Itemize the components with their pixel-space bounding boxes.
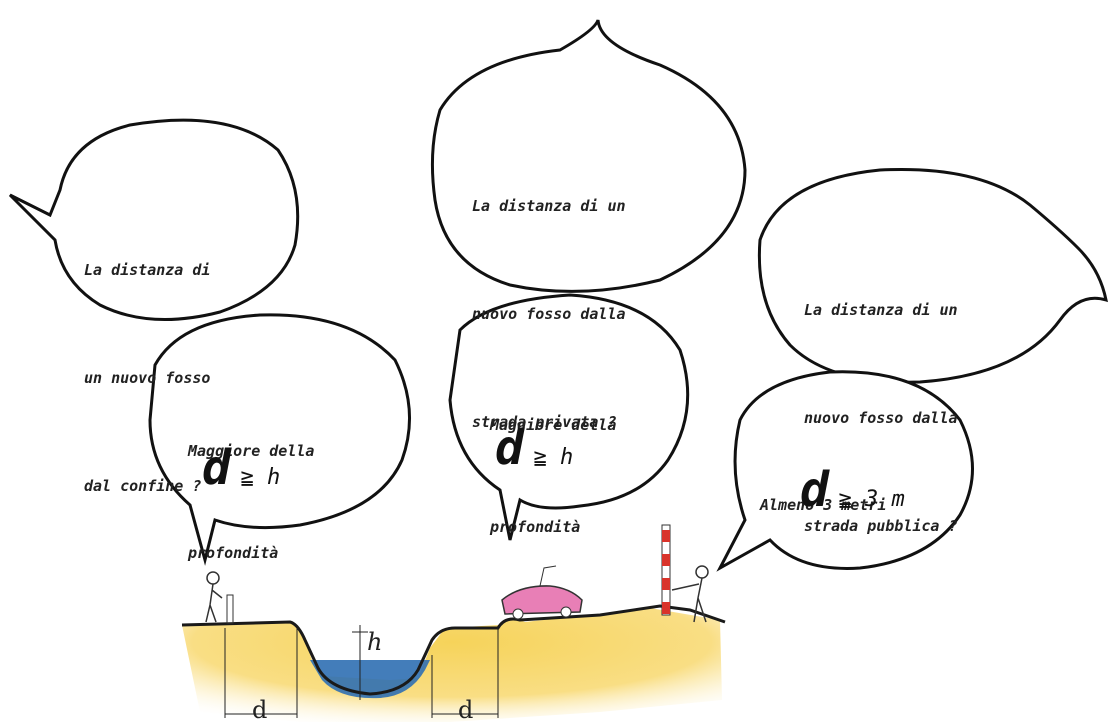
formula-pubblica: d ≧ 3 m xyxy=(800,462,905,518)
survey-pole xyxy=(661,524,671,616)
formula-pubblica-var: d xyxy=(800,462,829,518)
answer-pubblica-line-1: Almeno 3 metri xyxy=(760,496,887,514)
question-confine-line-3: dal confine ? xyxy=(84,477,202,495)
bubble-answer-pubblica xyxy=(716,370,974,572)
formula-privata-rest: ≧ h xyxy=(533,445,574,470)
person-left xyxy=(205,571,223,623)
formula-confine-var: d xyxy=(202,440,231,496)
answer-confine-line-2: profondità xyxy=(188,544,279,562)
distance-right-label: d xyxy=(458,696,474,724)
question-privata-line-3: strada privata ? xyxy=(472,413,617,431)
question-privata-line-1: La distanza di un xyxy=(472,197,626,215)
question-confine: La distanza di un nuovo fosso dal confin… xyxy=(84,180,210,576)
question-privata: La distanza di un nuovo fosso dalla stra… xyxy=(472,116,626,512)
answer-privata-line-1: Maggiore della xyxy=(490,416,617,434)
question-confine-line-1: La distanza di xyxy=(84,261,211,279)
formula-confine: d ≧ h xyxy=(202,440,280,496)
answer-confine: Maggiore della profondità xyxy=(188,366,314,638)
formula-privata: d ≧ h xyxy=(495,420,573,476)
bubble-answer-privata xyxy=(448,293,690,541)
person-right xyxy=(671,565,709,623)
answer-privata: Maggiore della profondità xyxy=(490,340,616,612)
question-privata-line-2: nuovo fosso dalla xyxy=(472,305,626,323)
answer-privata-line-2: profondità xyxy=(490,518,581,536)
depth-label: h xyxy=(367,628,383,656)
bubble-answer-confine xyxy=(148,313,411,566)
bubble-question-privata xyxy=(430,19,747,293)
ground-line xyxy=(181,604,726,696)
distance-left-label: d xyxy=(252,696,268,724)
question-pubblica-line-3: strada pubblica ? xyxy=(804,517,958,535)
bubble-question-confine xyxy=(8,118,300,322)
boundary-post xyxy=(226,594,234,624)
question-confine-line-2: un nuovo fosso xyxy=(84,369,211,387)
formula-pubblica-rest: ≧ 3 m xyxy=(838,487,905,512)
bubble-question-pubblica xyxy=(757,167,1108,384)
formula-confine-rest: ≧ h xyxy=(240,465,281,490)
question-pubblica-line-1: La distanza di un xyxy=(804,301,958,319)
answer-pubblica: Almeno 3 metri xyxy=(760,420,886,590)
dimension-lines xyxy=(224,625,499,718)
ditch-water xyxy=(310,660,430,699)
answer-confine-line-1: Maggiore della xyxy=(188,442,315,460)
formula-privata-var: d xyxy=(495,420,524,476)
question-pubblica: La distanza di un nuovo fosso dalla stra… xyxy=(804,220,958,616)
question-pubblica-line-2: nuovo fosso dalla xyxy=(804,409,958,427)
car xyxy=(501,565,583,620)
soil-fill xyxy=(182,608,722,722)
